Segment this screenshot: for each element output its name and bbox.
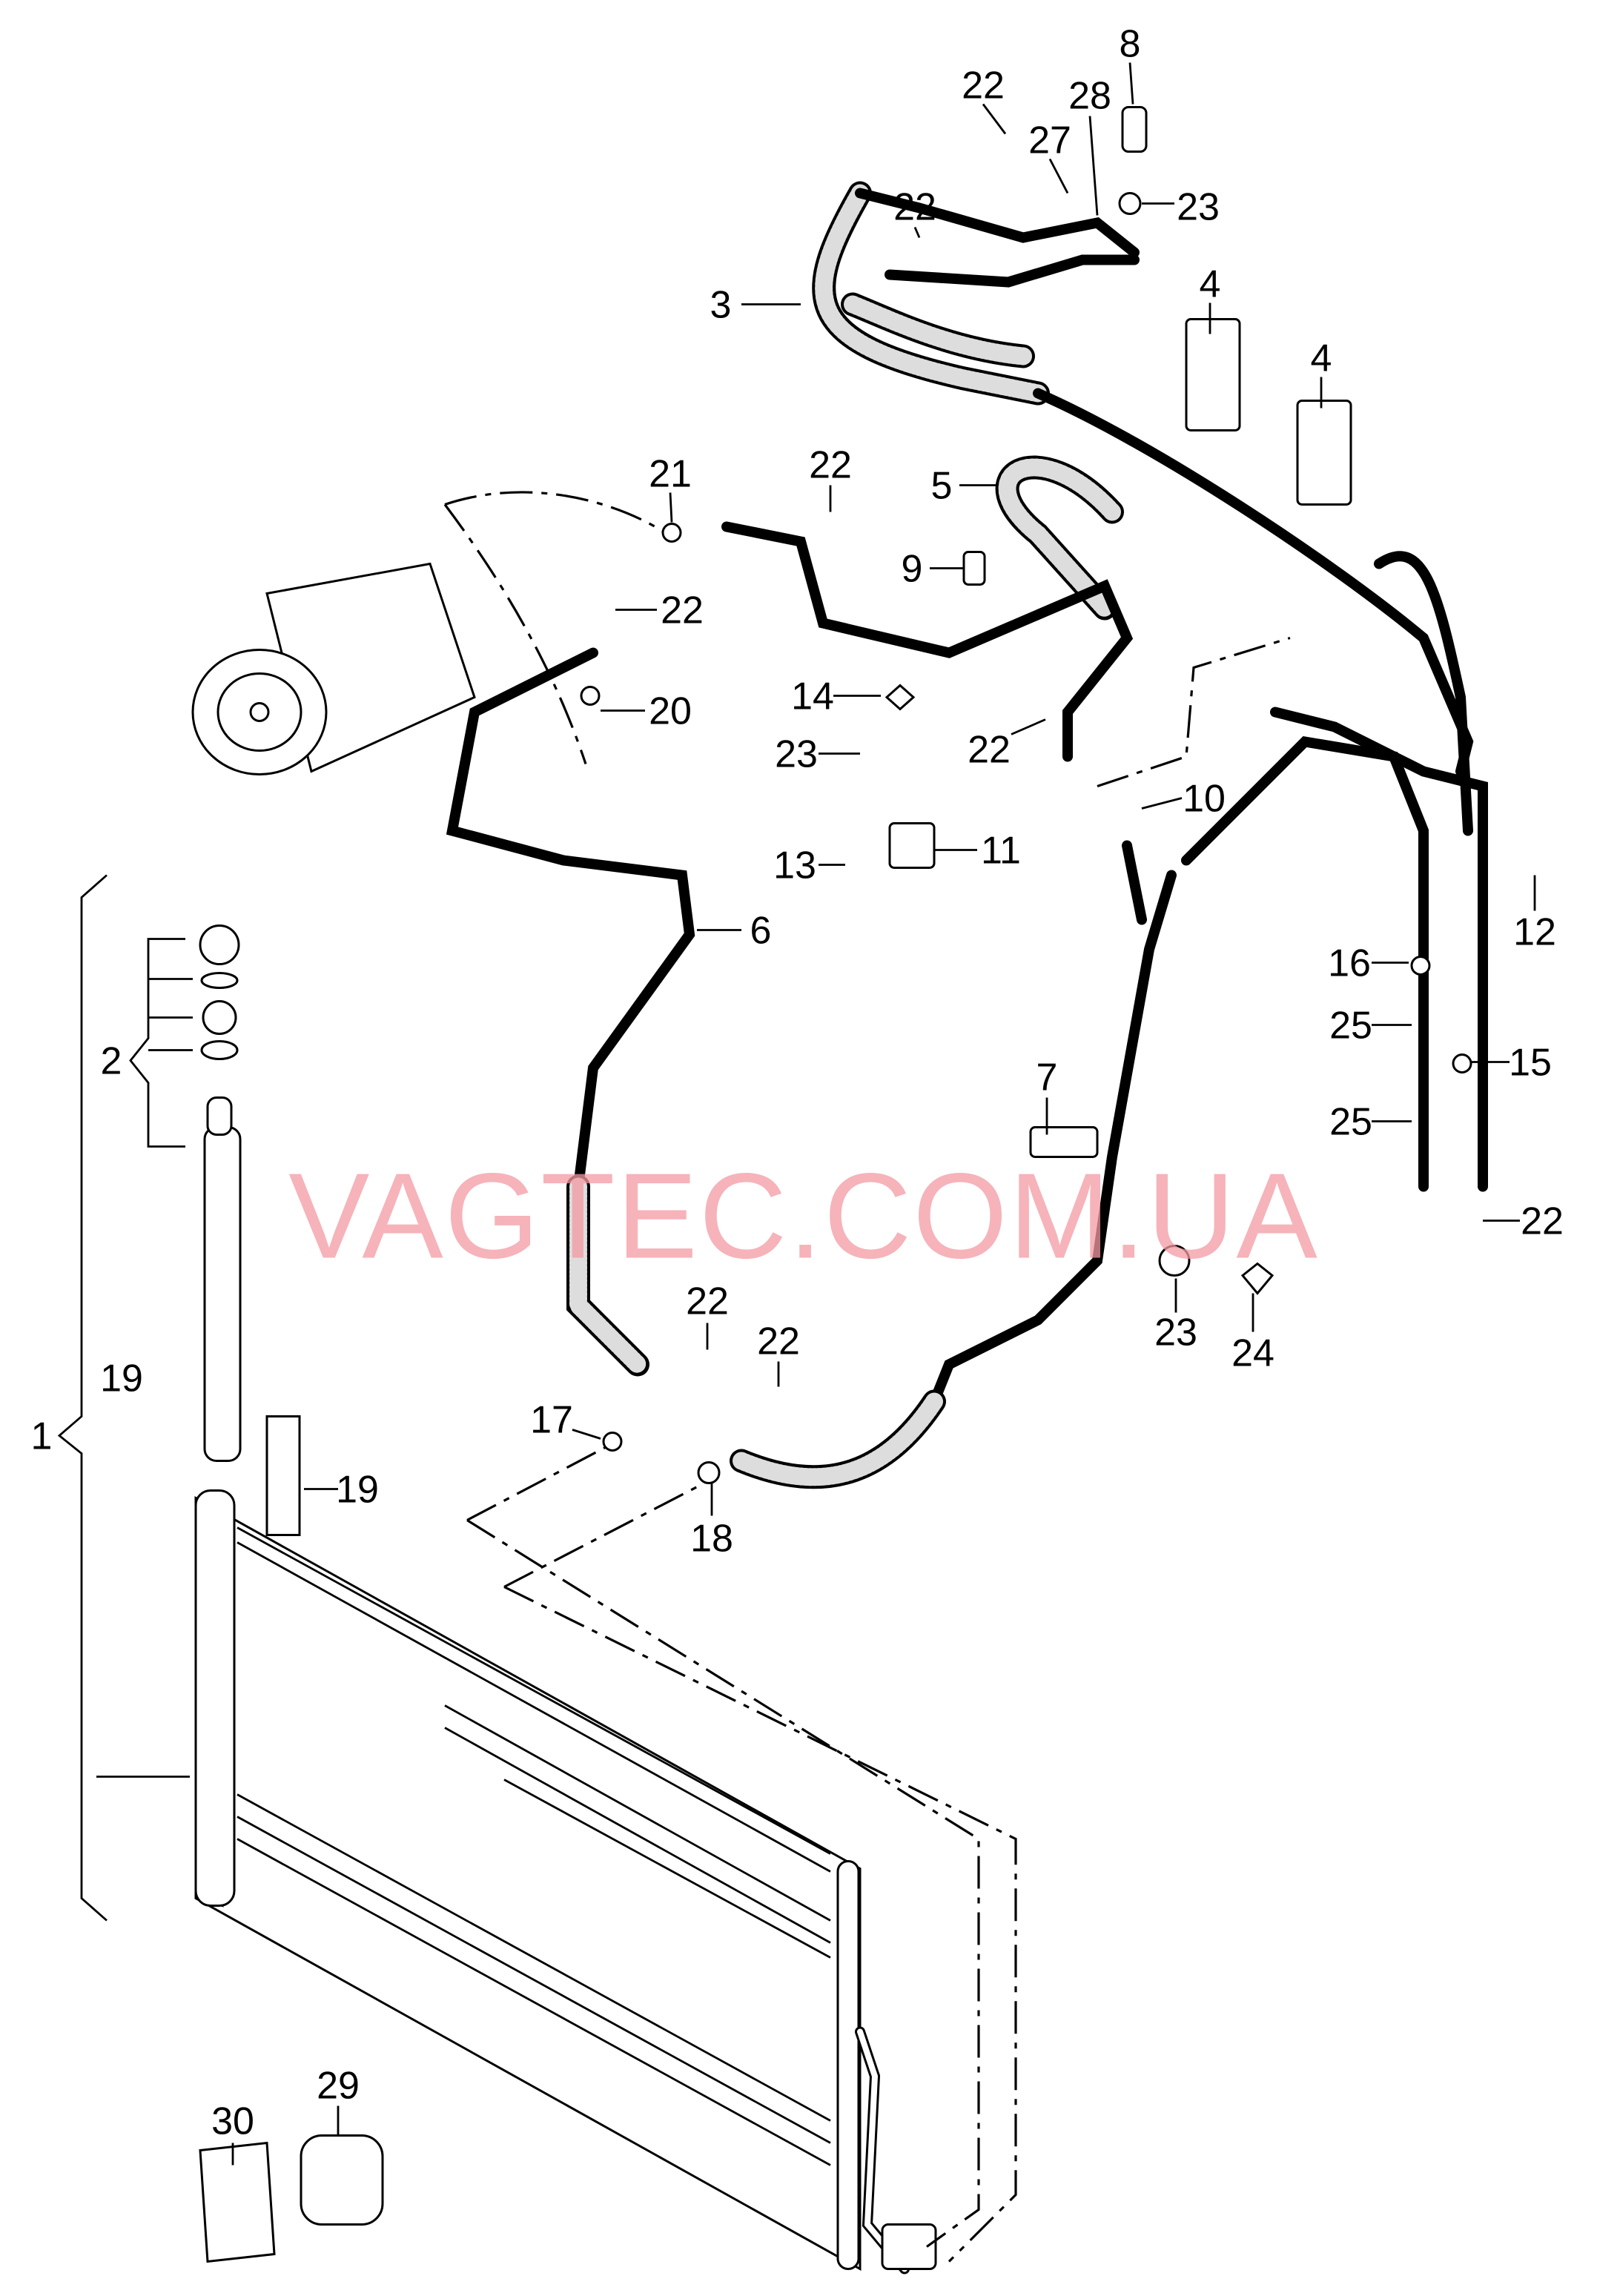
callout-18: 18	[690, 1518, 733, 1561]
callout-19: 19	[100, 1357, 143, 1400]
callout-25: 25	[1329, 1101, 1372, 1144]
callout-23: 23	[1177, 186, 1220, 229]
callout-23: 23	[1154, 1311, 1197, 1354]
callout-3: 3	[710, 284, 732, 327]
callout-22: 22	[686, 1280, 729, 1323]
callout-23: 23	[775, 733, 818, 776]
callout-19: 19	[336, 1469, 379, 1512]
callout-9: 9	[902, 548, 923, 591]
callout-5: 5	[931, 465, 953, 508]
callout-29: 29	[317, 2065, 360, 2108]
callout-27: 27	[1028, 119, 1071, 162]
callout-22: 22	[962, 64, 1005, 107]
small-parts	[199, 106, 1472, 2263]
callout-25: 25	[1329, 1005, 1372, 1048]
watermark: VAGTEC.COM.UA	[288, 1148, 1319, 1284]
receiver-drier	[199, 924, 301, 1536]
compressor	[191, 562, 476, 775]
callout-22: 22	[809, 444, 852, 487]
callout-14: 14	[791, 675, 834, 718]
callout-11: 11	[981, 830, 1021, 873]
callout-8: 8	[1120, 23, 1141, 66]
callout-13: 13	[773, 844, 816, 887]
callout-17: 17	[530, 1399, 573, 1442]
callout-16: 16	[1328, 942, 1371, 985]
callout-12: 12	[1513, 911, 1556, 954]
callout-6: 6	[750, 910, 772, 953]
callout-28: 28	[1068, 75, 1111, 118]
callout-30: 30	[211, 2100, 254, 2143]
callout-7: 7	[1036, 1056, 1058, 1099]
callout-15: 15	[1509, 1042, 1552, 1085]
callout-2: 2	[101, 1040, 122, 1083]
callout-labels: 8 22 28 27 23 22 3 4 4 21 22 5 9 22 14 2…	[31, 23, 1564, 2143]
callout-20: 20	[649, 690, 692, 733]
callout-1: 1	[31, 1415, 53, 1458]
callout-21: 21	[649, 453, 692, 496]
leader-lines	[57, 62, 1536, 2166]
callout-10: 10	[1183, 778, 1226, 821]
callout-4: 4	[1200, 263, 1221, 306]
callout-22: 22	[1521, 1200, 1564, 1243]
refrigerant-lines	[443, 181, 1488, 2263]
condenser	[194, 1489, 937, 2275]
callout-22: 22	[661, 589, 704, 632]
callout-4: 4	[1311, 337, 1332, 380]
callout-24: 24	[1231, 1332, 1274, 1375]
callout-22: 22	[757, 1320, 800, 1363]
callout-22: 22	[893, 186, 936, 229]
callout-22: 22	[968, 729, 1011, 772]
